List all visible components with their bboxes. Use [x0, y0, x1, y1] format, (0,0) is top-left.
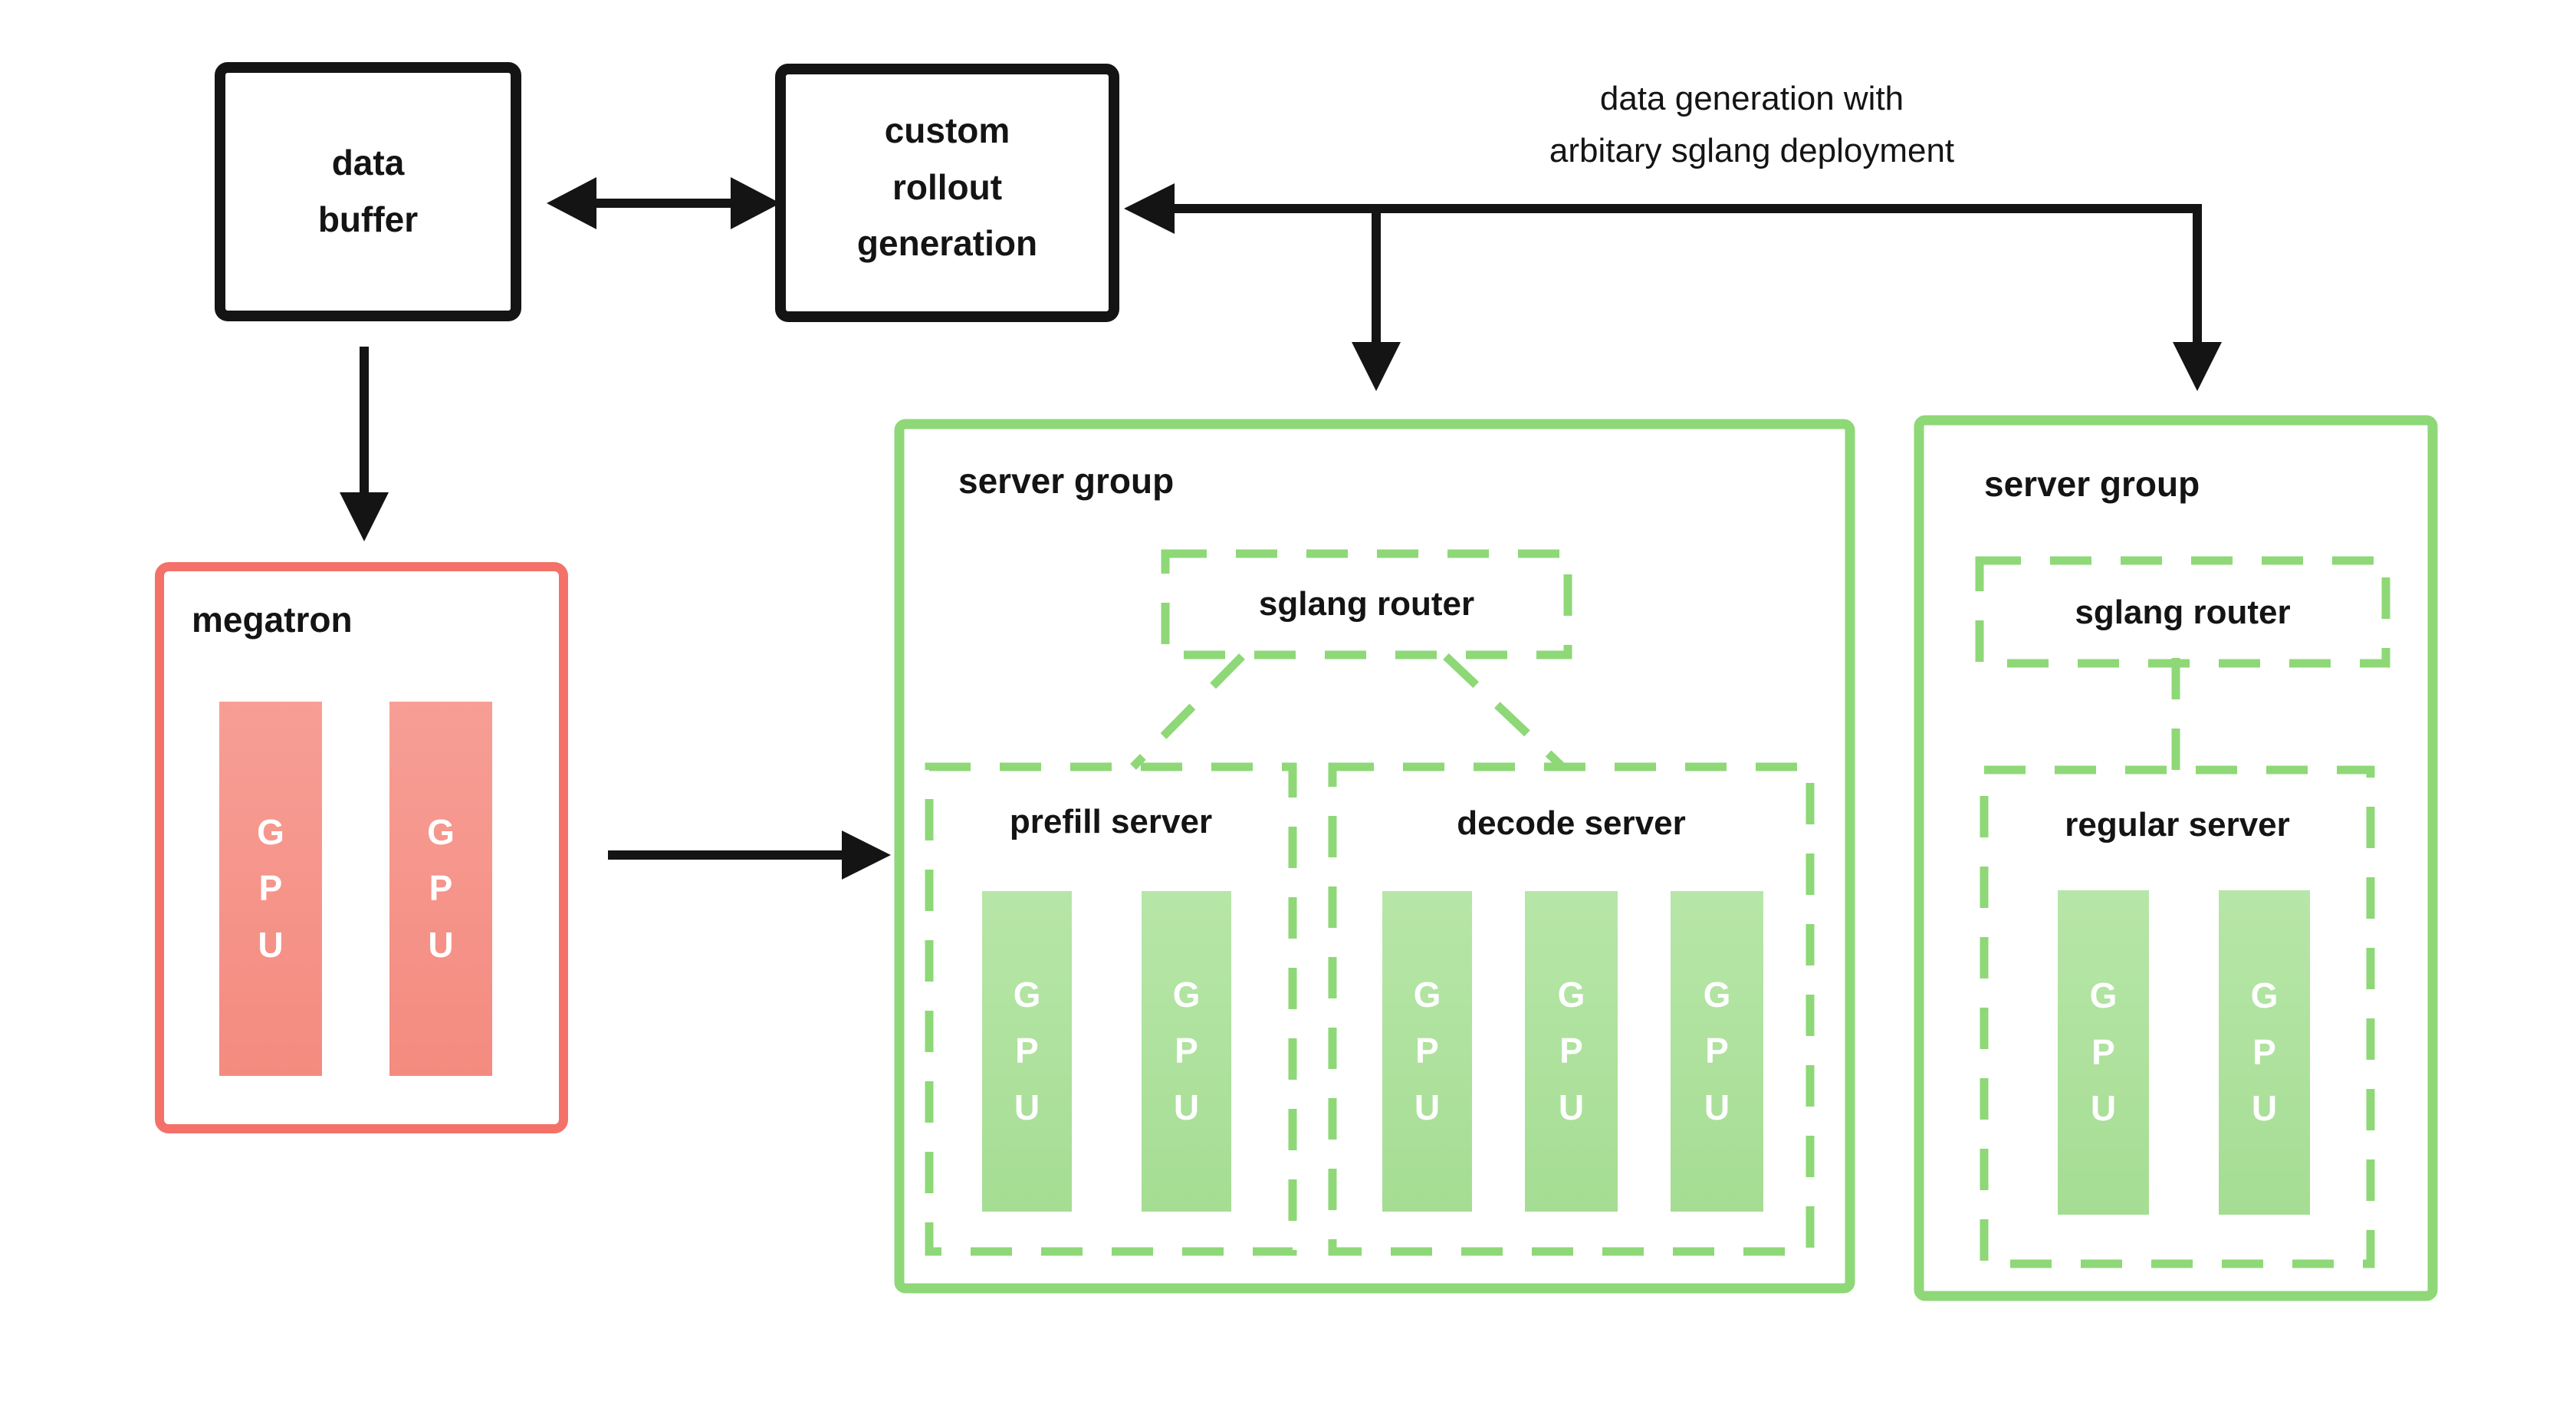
decode-gpu-3: G P U	[1671, 891, 1763, 1212]
arrow-buffer-rollout	[547, 177, 780, 229]
custom-rollout-label: custom rollout generation	[856, 110, 1038, 264]
decode-server-box	[1328, 762, 1815, 1256]
sglang-router-right-label: sglang router	[2075, 594, 2291, 631]
prefill-gpu-2-label: G P U	[1172, 974, 1201, 1127]
decode-gpu-1-label: G P U	[1413, 974, 1441, 1127]
sglang-router-right-box	[1975, 556, 2390, 668]
arrow-buffer-rollout-head-right	[731, 177, 780, 229]
arrow-buffer-megatron	[340, 347, 389, 541]
regular-gpu-1-label: G P U	[2089, 975, 2118, 1129]
arrow-deployment-head-left	[1124, 183, 1175, 234]
megatron-gpu-2: G P U	[389, 702, 492, 1076]
decode-server-label: decode server	[1457, 804, 1686, 842]
decode-gpu-2-label: G P U	[1557, 974, 1585, 1127]
server-group-right-box	[1914, 415, 2438, 1301]
sglang-router-left-box	[1161, 549, 1572, 659]
decode-gpu-3-label: G P U	[1703, 974, 1731, 1127]
prefill-server-box	[925, 762, 1297, 1256]
regular-server-box	[1980, 765, 2375, 1268]
regular-gpu-2-label: G P U	[2250, 975, 2279, 1129]
prefill-gpu-1: G P U	[982, 891, 1072, 1212]
decode-gpu-2: G P U	[1525, 891, 1618, 1212]
megatron-gpu-1: G P U	[219, 702, 322, 1076]
router-to-decode-link	[1443, 653, 1566, 770]
arrow-deployment-main-line	[1173, 204, 2202, 344]
custom-rollout-box	[775, 64, 1119, 322]
megatron-label: megatron	[192, 600, 353, 640]
data-buffer-box	[215, 62, 521, 321]
arrow-buffer-megatron-head	[340, 492, 389, 541]
server-group-left-label: server group	[958, 461, 1175, 501]
arrow-megatron-servergroup	[608, 830, 891, 880]
arrow-deployment-head-right	[2173, 342, 2222, 391]
regular-gpu-1: G P U	[2058, 890, 2149, 1215]
server-group-right-label: server group	[1984, 464, 2200, 504]
regular-server-label: regular server	[2065, 806, 2290, 844]
router-to-prefill-link	[1130, 653, 1245, 770]
decode-gpu-1: G P U	[1382, 891, 1472, 1212]
arrow-buffer-rollout-head-left	[547, 177, 596, 229]
server-group-left-box	[894, 419, 1855, 1294]
arrow-deployment-head-branch	[1352, 342, 1401, 391]
arrow-deployment	[1124, 183, 2222, 391]
megatron-gpu-1-label: G P U	[257, 811, 284, 965]
deployment-annotation: data generation with arbitary sglang dep…	[1549, 80, 1955, 170]
data-buffer-label: data buffer	[317, 143, 419, 239]
prefill-server-label: prefill server	[1009, 803, 1213, 840]
sglang-router-left-label: sglang router	[1258, 585, 1475, 623]
regular-gpu-2: G P U	[2219, 890, 2310, 1215]
prefill-gpu-2: G P U	[1142, 891, 1231, 1212]
prefill-gpu-1-label: G P U	[1013, 974, 1041, 1127]
megatron-box	[155, 562, 568, 1133]
arrow-megatron-servergroup-head	[842, 830, 891, 880]
megatron-gpu-2-label: G P U	[427, 811, 455, 965]
